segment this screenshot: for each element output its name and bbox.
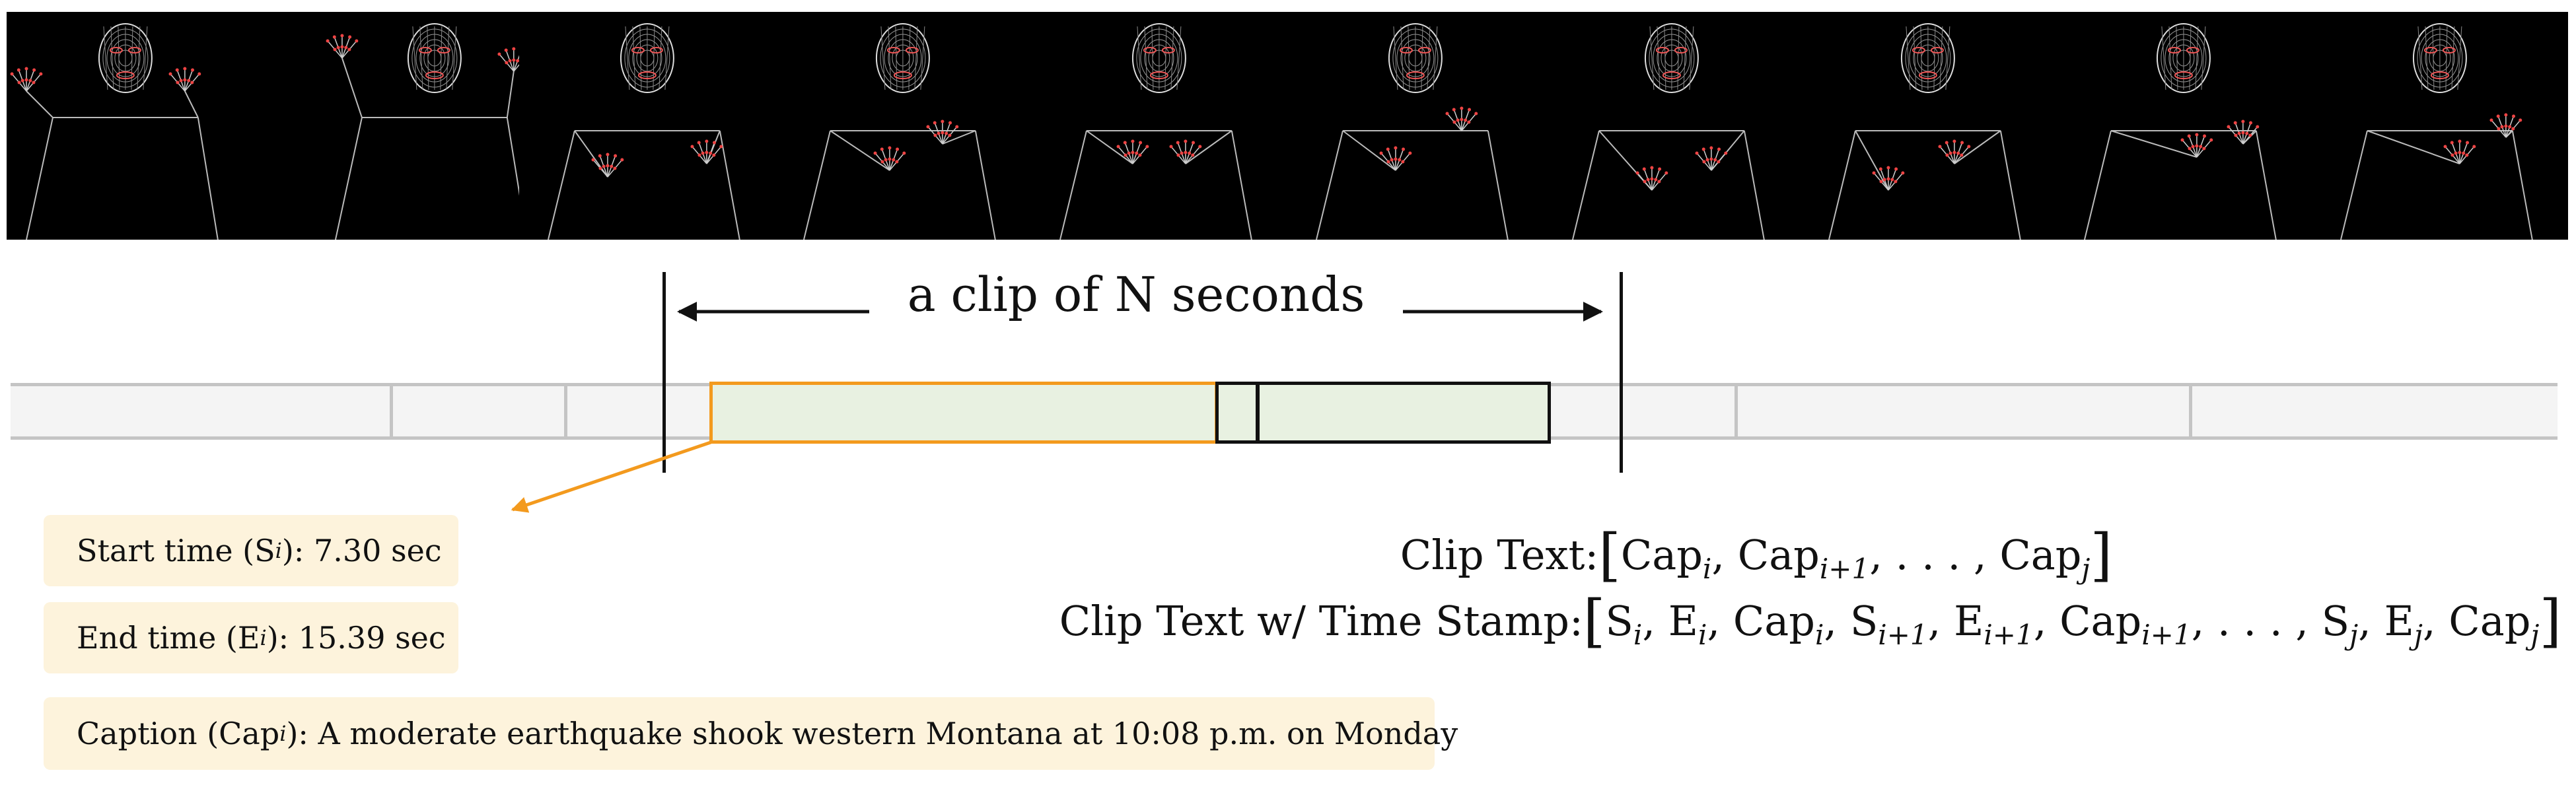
face-mesh <box>98 23 153 93</box>
start-time-subscript: i <box>275 538 282 563</box>
face-mesh <box>876 23 931 93</box>
face-mesh <box>2157 23 2211 93</box>
pose-frame <box>263 12 519 240</box>
pose-frame <box>519 12 775 240</box>
pose-frame <box>1800 12 2056 240</box>
current-caption-segment <box>709 382 1218 444</box>
clip-text-label: Clip Text: <box>1400 531 1599 579</box>
next-caption-segment <box>1256 382 1551 444</box>
timeline-divider <box>390 386 393 436</box>
end-time-value: ): 15.39 sec <box>266 620 446 656</box>
caption-label: Caption (Cap <box>77 716 280 751</box>
clip-text-sequence: [Capi, Capi+1, . . . , Capj] <box>1598 522 2112 588</box>
face-mesh <box>1644 23 1699 93</box>
pose-frame <box>775 12 1031 240</box>
end-time-label: End time (E <box>77 620 260 656</box>
pose-filmstrip <box>7 12 2568 240</box>
pose-frame <box>2312 12 2568 240</box>
clip-text-formula: Clip Text:[Capi, Capi+1, . . . , Capj] <box>1400 527 2112 584</box>
segment-pointer-arrow <box>511 440 711 513</box>
end-time-subscript: i <box>260 625 267 650</box>
face-mesh <box>2413 23 2468 93</box>
clip-duration-label: a clip of N seconds <box>907 267 1365 322</box>
face-mesh <box>620 23 674 93</box>
clip-text-timestamp-label: Clip Text w/ Time Stamp: <box>1059 597 1583 645</box>
caption-text: ): A moderate earthquake shook western M… <box>286 716 1458 751</box>
clip-start-boundary <box>662 272 666 473</box>
pose-frame <box>2056 12 2312 240</box>
face-mesh <box>1900 23 1955 93</box>
face-mesh <box>1388 23 1443 93</box>
pose-frame <box>1031 12 1287 240</box>
pose-frame <box>1544 12 1800 240</box>
face-mesh <box>407 23 462 93</box>
start-time-label: Start time (S <box>77 533 275 568</box>
clip-text-timestamp-sequence: [Si, Ei, Capi, Si+1, Ei+1, Capi+1, . . .… <box>1583 588 2561 654</box>
clip-text-timestamp-formula: Clip Text w/ Time Stamp:[Si, Ei, Capi, S… <box>1059 593 2561 650</box>
timeline-divider <box>564 386 567 436</box>
caption-subscript: i <box>279 721 287 746</box>
timeline-divider <box>1735 386 1738 436</box>
timeline-divider <box>2189 386 2192 436</box>
pose-frame <box>7 12 263 240</box>
pose-frame <box>1287 12 1544 240</box>
start-time-value: ): 7.30 sec <box>281 533 442 568</box>
clip-end-boundary <box>1620 272 1623 473</box>
face-mesh <box>1132 23 1187 93</box>
